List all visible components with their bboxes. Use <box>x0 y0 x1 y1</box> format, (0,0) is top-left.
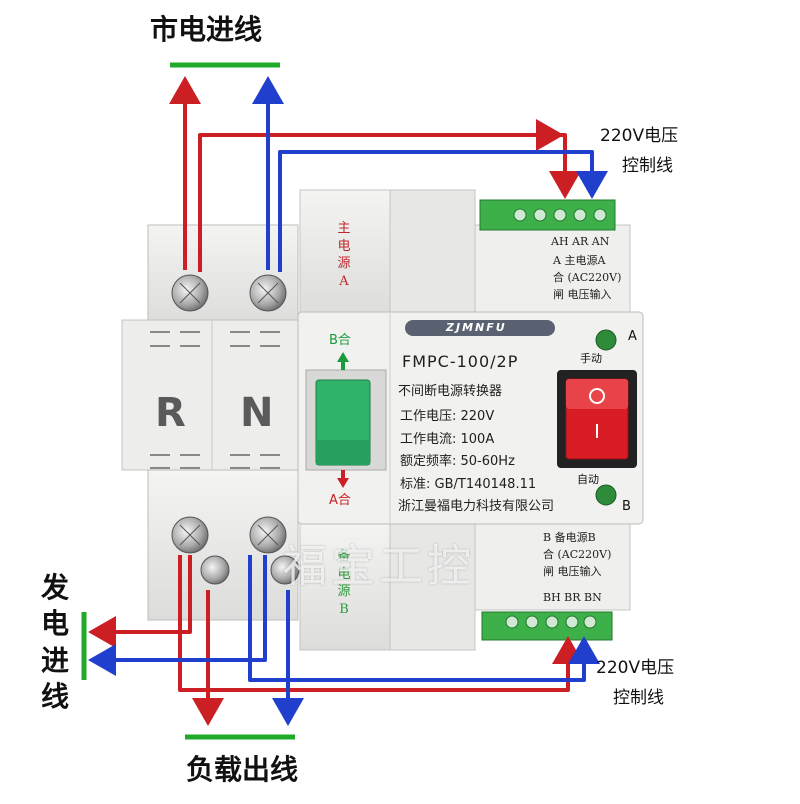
terminal-a-line-1: A 主电源A <box>553 254 606 267</box>
logo-badge <box>405 320 555 336</box>
pole-n-label: N <box>240 390 274 436</box>
front-panel <box>297 311 644 525</box>
lever-b-close-label: B合 <box>329 333 351 348</box>
terminal-b-plate <box>474 519 631 611</box>
auto-mode-label: 自动 <box>577 473 599 486</box>
terminal-b-line-3: 闸 电压输入 <box>543 565 602 578</box>
breaker-upper-housing <box>147 224 299 326</box>
transfer-lever-grip <box>316 440 370 465</box>
control-a-line-label: 控制线 <box>622 156 673 176</box>
terminal-a-line-2: 合 (AC220V) <box>553 271 622 284</box>
terminal-block-a-screws <box>513 208 607 222</box>
pole-r-label: R <box>155 390 186 436</box>
backup-source-b-label: 备电源B <box>337 549 351 617</box>
vent-slots <box>150 331 280 469</box>
terminal-block-a <box>479 199 616 231</box>
watermark: 福宝工控 <box>283 541 475 592</box>
rocker-off-icon <box>589 388 605 404</box>
product-name: 不间断电源转换器 <box>398 384 503 399</box>
terminal-b-pins: BH BR BN <box>543 591 602 604</box>
load-out-label: 负载出线 <box>186 753 299 786</box>
main-source-a-label: 主电源A <box>337 221 351 289</box>
terminal-a-plate <box>474 224 631 316</box>
arrow-down-icon <box>337 470 349 488</box>
terminal-a-pins: AH AR AN <box>551 235 610 248</box>
terminal-b-line-2: 合 (AC220V) <box>543 548 612 561</box>
generator-live-wire <box>88 555 192 648</box>
generator-neutral-wire <box>88 555 267 676</box>
terminal-block-b-screws <box>505 615 597 629</box>
spec-frequency: 额定频率: 50-60Hz <box>400 454 515 469</box>
module-spacer-top <box>389 189 476 319</box>
model-number: FMPC-100/2P <box>402 352 519 371</box>
standard-number: 标准: GB/T140148.11 <box>400 477 537 492</box>
rocker-highlight <box>566 379 628 409</box>
terminal-b-line-1: B 备电源B <box>543 531 596 544</box>
source-b-module <box>299 519 391 651</box>
brand-logo: ZJMNFU <box>446 321 507 334</box>
led-a-label: A <box>628 329 637 344</box>
led-b-indicator <box>595 484 617 506</box>
control-a-neutral-wire <box>278 150 608 272</box>
source-a-module <box>299 189 391 319</box>
terminal-a-line-3: 闸 电压输入 <box>553 288 612 301</box>
control-b-neutral-wire <box>248 555 600 682</box>
led-b-label: B <box>622 499 631 514</box>
live-wires <box>88 76 584 726</box>
control-a-voltage-label: 220V电压 <box>600 126 679 146</box>
control-b-live-wire <box>178 555 584 692</box>
control-b-voltage-label: 220V电压 <box>596 658 675 678</box>
terminal-screws <box>171 274 300 585</box>
led-a-indicator <box>595 329 617 351</box>
lever-a-close-label: A合 <box>329 493 351 508</box>
control-b-line-label: 控制线 <box>613 688 664 708</box>
arrow-up-icon <box>337 352 349 370</box>
spec-current: 工作电流: 100A <box>400 432 495 447</box>
manual-mode-label: 手动 <box>580 352 602 365</box>
manufacturer-name: 浙江曼福电力科技有限公司 <box>398 499 555 514</box>
neutral-wires <box>88 76 608 726</box>
spec-voltage: 工作电压: 220V <box>400 409 495 424</box>
mains-in-label: 市电进线 <box>150 13 263 46</box>
generator-in-label: 发电进线 <box>40 571 69 714</box>
